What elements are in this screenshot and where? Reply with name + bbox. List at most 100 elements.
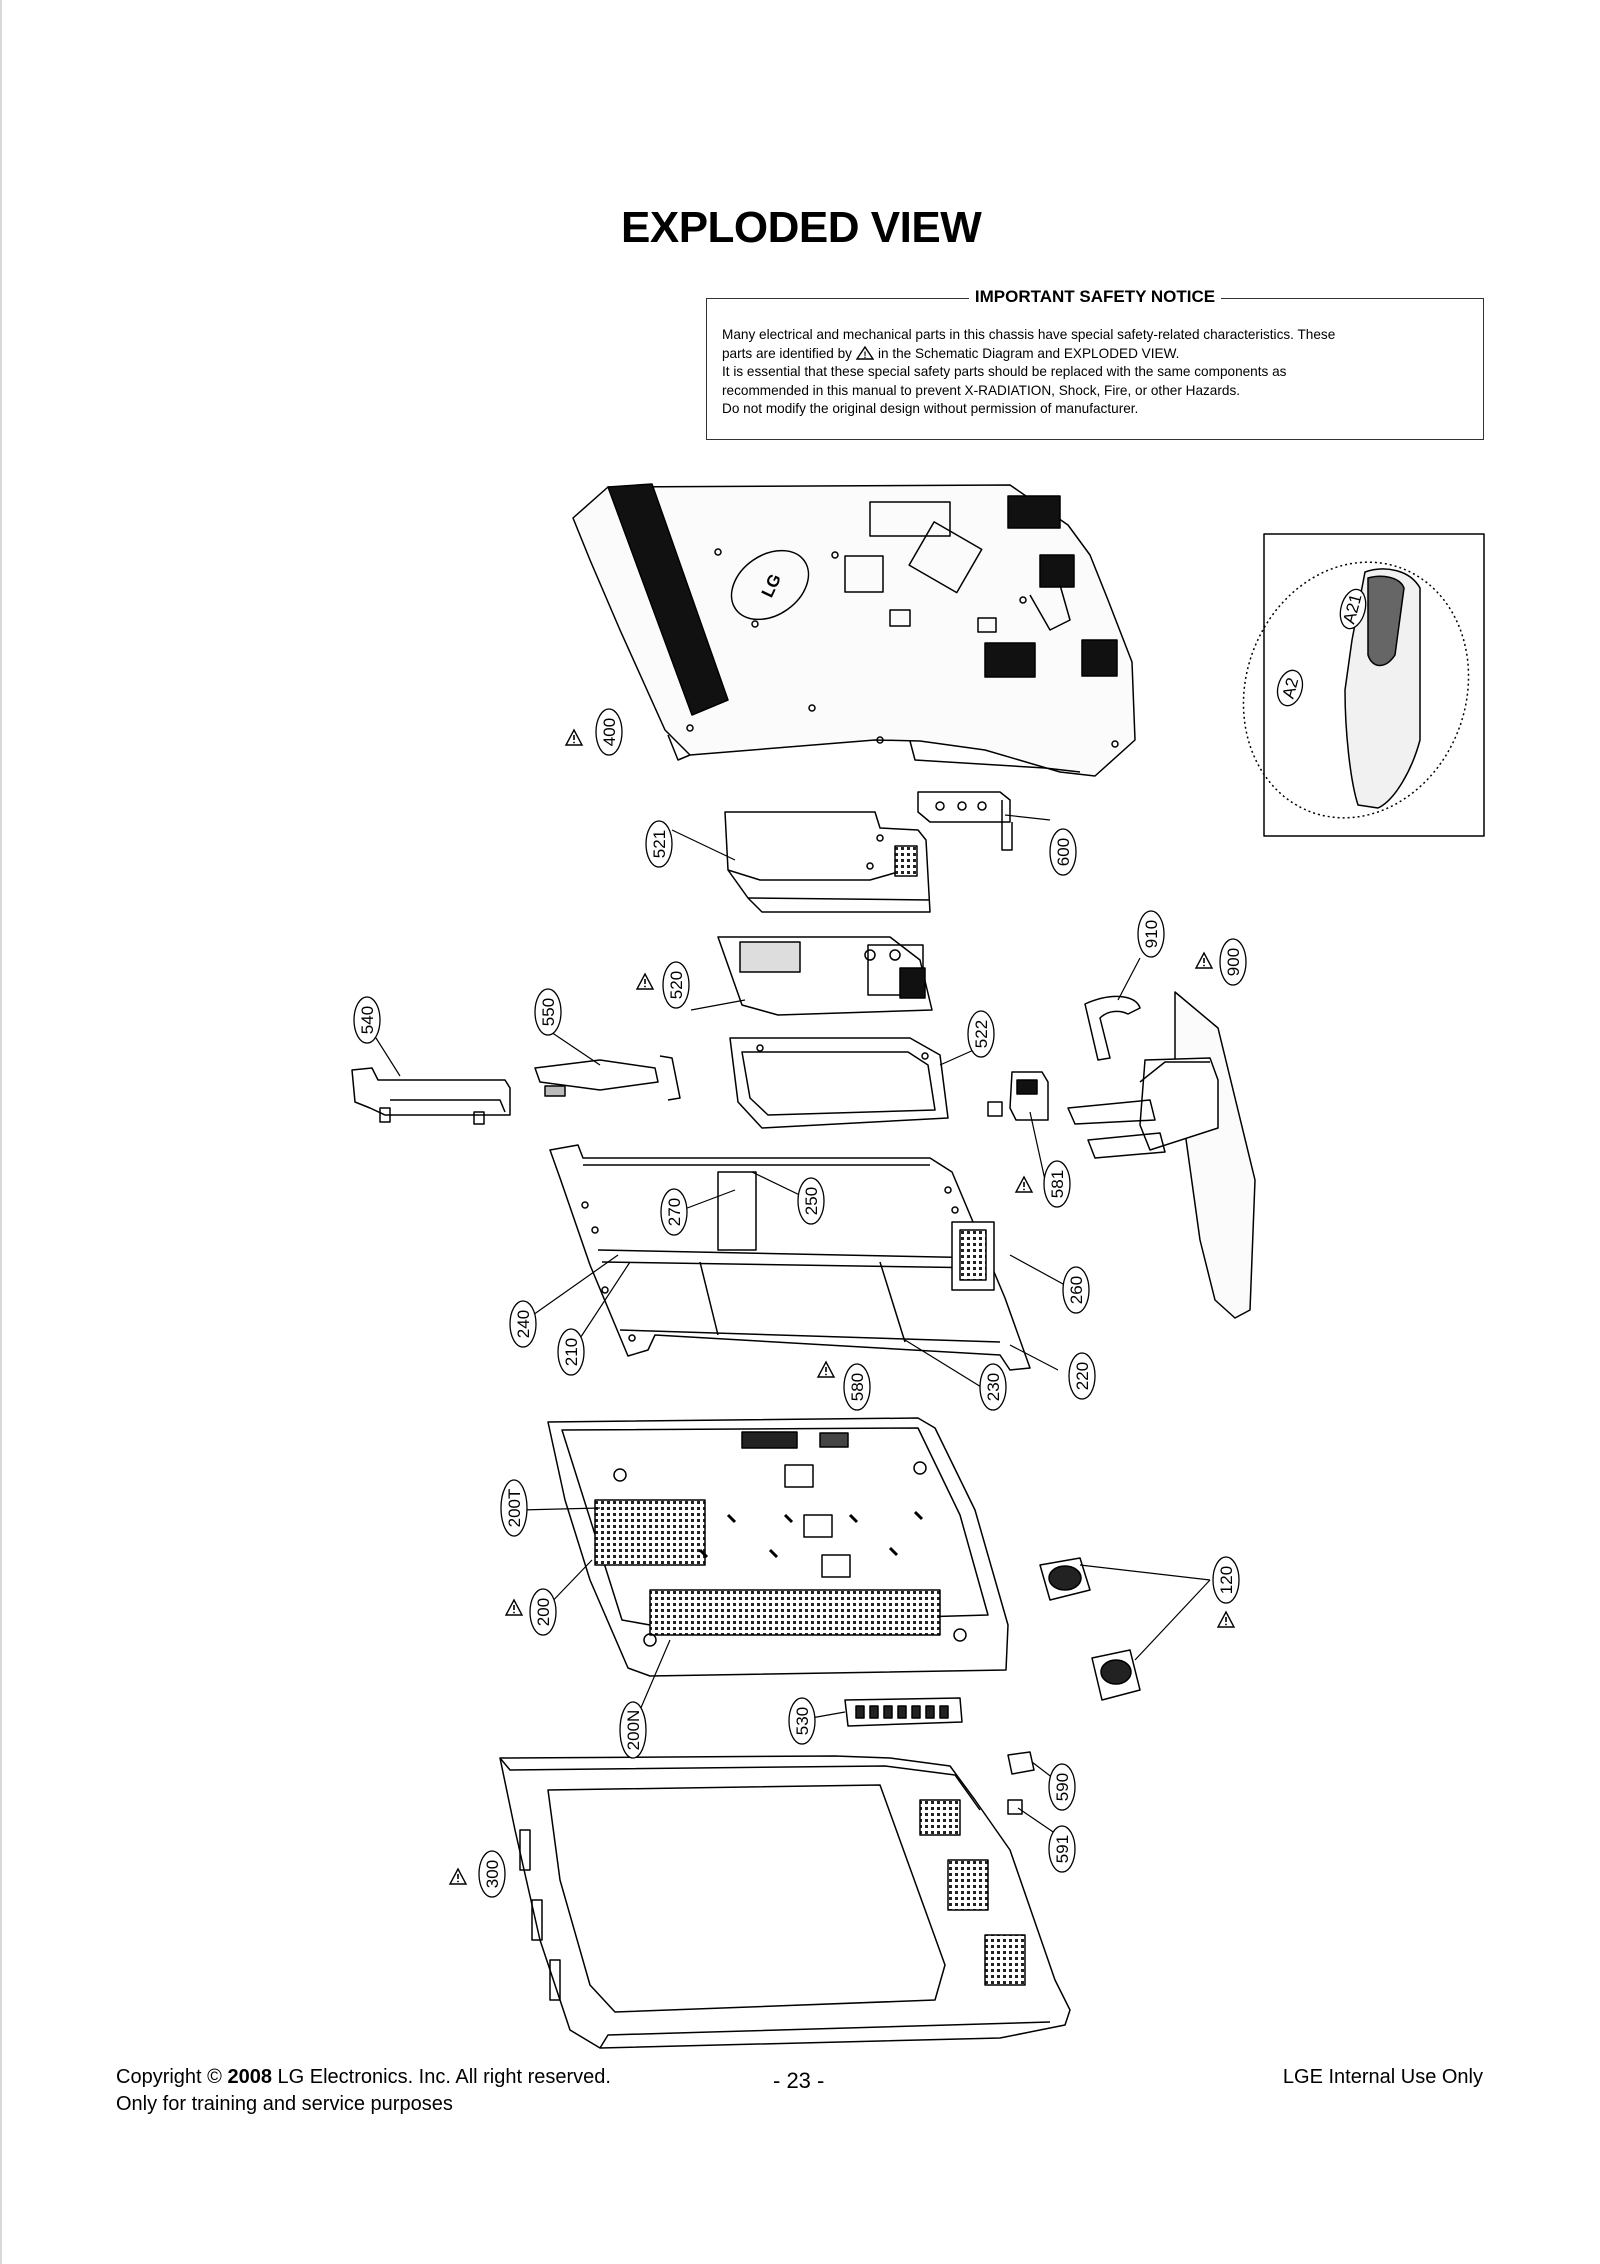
footer-page-number: - 23 - — [773, 2068, 825, 2093]
stand-part — [1067, 991, 1256, 1319]
svg-text:200: 200 — [534, 1598, 553, 1626]
footer-internal-use: LGE Internal Use Only — [1282, 2066, 1483, 2088]
input-bracket-part — [917, 791, 1013, 851]
frame-part — [729, 1037, 949, 1129]
svg-text:120: 120 — [1217, 1566, 1236, 1594]
speaker-parts — [1039, 1557, 1141, 1701]
warning-580-icon — [817, 1361, 835, 1378]
svg-text:300: 300 — [483, 1860, 502, 1888]
callout-120: 120 — [1212, 1556, 1240, 1604]
shield-part — [724, 811, 931, 913]
warning-400-icon — [565, 729, 583, 746]
warning-300-icon — [449, 1868, 467, 1885]
footer-year: 2008 — [227, 2066, 272, 2088]
svg-text:!: ! — [863, 350, 866, 360]
svg-text:A2: A2 — [1279, 676, 1303, 701]
svg-text:270: 270 — [665, 1198, 684, 1226]
notice-line-1: Many electrical and mechanical parts in … — [722, 327, 1336, 342]
svg-text:260: 260 — [1067, 1276, 1086, 1304]
ir-board-part — [1007, 1751, 1035, 1815]
callout-591: 591 — [1048, 1825, 1076, 1873]
svg-text:910: 910 — [1142, 920, 1161, 948]
svg-text:590: 590 — [1053, 1773, 1072, 1801]
notice-line-2: parts are identified by! in the Schematic… — [722, 345, 1469, 364]
callout-A21: A21 — [1339, 588, 1367, 630]
callout-520: 520 — [662, 961, 690, 1009]
svg-text:240: 240 — [514, 1310, 533, 1338]
svg-text:400: 400 — [600, 718, 619, 746]
bracket-581-part — [987, 1071, 1049, 1121]
svg-text:581: 581 — [1048, 1170, 1067, 1198]
callout-590: 590 — [1048, 1763, 1076, 1811]
notice-line-3: It is essential that these special safet… — [722, 364, 1287, 379]
safety-notice-box: IMPORTANT SAFETY NOTICE Many electrical … — [706, 287, 1484, 440]
svg-text:530: 530 — [793, 1707, 812, 1735]
safety-notice-heading: IMPORTANT SAFETY NOTICE — [968, 287, 1222, 306]
warning-200-icon — [505, 1599, 523, 1616]
notice-line-2-pre: parts are identified by — [722, 345, 852, 361]
key-board-part — [844, 1697, 963, 1727]
warning-520-icon — [636, 973, 654, 990]
back-cover-part: LG — [572, 483, 1136, 777]
callout-521: 521 — [645, 820, 673, 868]
callout-220: 220 — [1068, 1352, 1096, 1400]
callout-581: 581 — [1043, 1160, 1071, 1208]
callout-260: 260 — [1062, 1266, 1090, 1314]
lcd-module-part — [547, 1417, 1009, 1677]
warning-120-icon — [1217, 1611, 1235, 1628]
main-board-part — [717, 936, 933, 1016]
notice-line-2-post: in the Schematic Diagram and EXPLODED VI… — [877, 345, 1180, 361]
safety-notice-body: Many electrical and mechanical parts in … — [722, 326, 1469, 419]
svg-text:540: 540 — [358, 1006, 377, 1034]
notice-line-5: Do not modify the original design withou… — [722, 401, 1139, 416]
callout-600: 600 — [1049, 828, 1077, 876]
callout-400: 400 — [595, 708, 623, 756]
warning-900-icon — [1195, 952, 1213, 969]
callout-900: 900 — [1219, 938, 1247, 986]
footer-copyright-pre: Copyright © — [116, 2066, 222, 2088]
svg-text:550: 550 — [539, 998, 558, 1026]
svg-text:250: 250 — [802, 1187, 821, 1215]
callout-210: 210 — [557, 1328, 585, 1376]
leader-lines — [375, 814, 1211, 1839]
svg-text:580: 580 — [848, 1373, 867, 1401]
callout-522: 522 — [967, 1010, 995, 1058]
callout-550: 550 — [534, 988, 562, 1036]
callout-300: 300 — [478, 1850, 506, 1898]
svg-text:521: 521 — [650, 830, 669, 858]
footer-training-note: Only for training and service purposes — [116, 2093, 453, 2115]
callout-200N: 200N — [619, 1701, 647, 1759]
callout-910: 910 — [1137, 910, 1165, 958]
callout-230: 230 — [979, 1363, 1007, 1411]
safety-notice-heading-wrap: IMPORTANT SAFETY NOTICE — [707, 287, 1483, 307]
svg-text:591: 591 — [1053, 1835, 1072, 1863]
callout-250: 250 — [797, 1177, 825, 1225]
side-bracket-part — [351, 1067, 511, 1125]
callout-200: 200 — [529, 1588, 557, 1636]
part-callouts: 400 521 600 520 540 550 522 910 900 581 … — [353, 588, 1367, 1898]
power-bracket-part — [534, 1055, 681, 1101]
footer-copyright-post: LG Electronics. Inc. All right reserved. — [277, 2066, 611, 2088]
page-edge-rule — [0, 0, 2, 2264]
callout-580: 580 — [843, 1363, 871, 1411]
svg-text:900: 900 — [1224, 948, 1243, 976]
footer-copyright: Copyright © 2008 LG Electronics. Inc. Al… — [116, 2066, 611, 2089]
svg-text:200T: 200T — [505, 1489, 524, 1528]
svg-text:210: 210 — [562, 1338, 581, 1366]
callout-270: 270 — [660, 1188, 688, 1236]
callout-200T: 200T — [500, 1479, 528, 1537]
callout-540: 540 — [353, 996, 381, 1044]
warning-triangle-icon: ! — [855, 345, 874, 360]
callout-530: 530 — [788, 1697, 816, 1745]
svg-text:220: 220 — [1073, 1362, 1092, 1390]
page-title: EXPLODED VIEW — [621, 203, 982, 252]
svg-text:520: 520 — [667, 971, 686, 999]
svg-text:230: 230 — [984, 1373, 1003, 1401]
svg-text:600: 600 — [1054, 838, 1073, 866]
notice-line-4: recommended in this manual to prevent X-… — [722, 382, 1241, 398]
svg-text:522: 522 — [972, 1020, 991, 1048]
warning-581-icon — [1015, 1176, 1033, 1193]
svg-text:200N: 200N — [624, 1710, 643, 1751]
inset-remote-part — [1242, 533, 1485, 837]
